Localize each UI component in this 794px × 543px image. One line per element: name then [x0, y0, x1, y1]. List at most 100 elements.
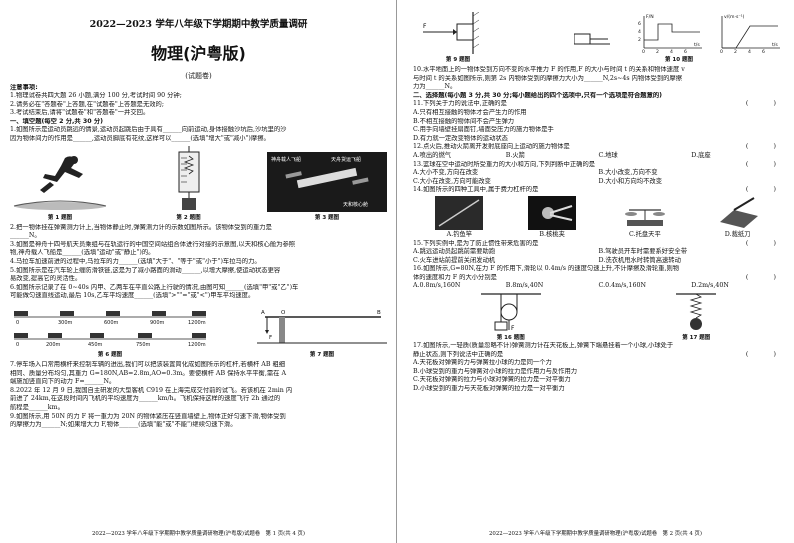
q16-option-c: C.0.4m/s,160N [598, 282, 646, 290]
figure-10: F/N v/(m·s⁻¹) t/s t/s 0 2 4 6 0 2 4 6 2 … [574, 12, 784, 63]
q5-line-1: 5.如图所示是在汽车轮上缠防滑铁链,这是为了减小路面的滑动______,以增大摩… [10, 266, 281, 274]
label-tianhe: 天和核心舱 [343, 201, 368, 208]
block-on-wall-illustration: F [423, 12, 480, 54]
note-3: 3.考试结束后,请将"试题卷"和"答题卷"一并交回。 [10, 109, 150, 117]
q12-option-c: C.地球 [598, 151, 618, 159]
tick-1-2: 600m [104, 320, 119, 326]
tick-2-1: 200m [46, 342, 61, 348]
q13-option-b: B.大小改变,方向不变 [598, 169, 658, 177]
graph-1-xtick-0: 0 [642, 49, 645, 54]
figure-3-caption: 第 3 题图 [314, 214, 340, 221]
q12-options: A.喷出的燃气 B.火箭 C.地球 D.底座 [413, 152, 784, 161]
hanging-spring-illustration [676, 293, 717, 331]
figures-6-7: 0 300m 600m 900m 1200m 0 200m 450m 750m … [10, 303, 387, 358]
q9-line-1: 9.如图所示,用 50N 的力 F 将一重力为 20N 的物体紧压在竖直墙壁上,… [10, 412, 286, 420]
label-tianzhou: 天舟货运飞船 [331, 156, 361, 163]
q2-line-2: ______N。 [10, 232, 41, 240]
note-2: 2.请务必在"答题卷"上答题,在"试题卷"上答题是无效的; [10, 100, 164, 108]
q16-answer-bracket: ( ) [745, 273, 776, 281]
figure-9-caption: 第 9 题图 [445, 57, 471, 63]
force-f-label: F [423, 23, 427, 30]
point-o: O [281, 310, 286, 316]
q11-stem: 11.下列关于力的说法中,正确的是 ( ) [413, 100, 784, 109]
q16-option-b: B.8m/s,40N [505, 282, 544, 290]
barrier-lever-illustration: A O B F [257, 310, 387, 344]
q14-option-a: A.钓鱼竿 [446, 230, 473, 238]
figure-16-caption: 第 16 题图 [496, 335, 525, 342]
figure-9: F 第 9 题图 [413, 12, 503, 63]
figure-7-caption: 第 7 题图 [309, 352, 335, 358]
label-shenzhou: 神舟载人飞船 [271, 156, 301, 163]
q15-option-a: A.跳远运动员起跳前需要助跑 [413, 248, 496, 256]
graph-1-ylabel: F/N [646, 14, 654, 20]
q13-option-c: C.大小在改变,方向可能改变 [413, 177, 491, 185]
figure-6-caption: 第 6 题图 [97, 352, 123, 358]
q15-answer-bracket: ( ) [745, 239, 776, 247]
figure-1-caption: 第 1 题图 [47, 214, 73, 221]
q16-option-a: A.0.8m/s,160N [413, 282, 461, 290]
tick-2-0: 0 [16, 342, 19, 348]
tick-2-3: 750m [136, 342, 151, 348]
q13-option-a: A.大小不变,方向在改变 [413, 169, 479, 177]
tick-2-2: 450m [88, 342, 103, 348]
q13-text: 13.篮球在空中运动时所受重力的大小和方向,下列判断中正确的是 [413, 160, 596, 168]
q16-stem: 体的速度和力 F 的大小分别是( ) [413, 274, 784, 283]
q8-line-1: 8.2022 年 12 月 9 日,我国自主研发的大型客机 C919 在上海完成… [10, 386, 293, 394]
graph-1-ytick-6: 6 [638, 21, 641, 27]
q11-option-c: C.用手向墙壁挂扇面钉,墙面受压力的施力物体是手 [413, 126, 554, 134]
q14-option-d: D.裁纸刀 [724, 230, 751, 238]
q15-option-c: C.火车进站前提前关闭发动机 [413, 256, 496, 264]
graph-2-ylabel: v/(m·s⁻¹) [724, 14, 745, 20]
page-1-footer: 2022—2023 学年八年级下学期期中教学质量调研物理(沪粤版)试题卷 第 1… [92, 531, 305, 537]
pulley-illustration: F [480, 293, 541, 332]
q17-option-c: C.天花板对弹簧的拉力与小球对弹簧的拉力是一对平衡力 [413, 376, 571, 384]
q7-line-2: 相同、质量分布均匀,其重力 G=180N,AB=2.8m,AO=0.3m。要使横… [10, 369, 286, 377]
q12-option-b: B.火箭 [505, 151, 525, 159]
fishing-rod-photo [435, 195, 484, 230]
q15-option-b: B.驾驶员开车时需要系好安全带 [598, 248, 688, 256]
balance-scale-photo [620, 195, 669, 230]
q5-line-2: 易改变,提高它的灵活性。 [10, 275, 82, 283]
q10-line-3: 力为______N。 [413, 83, 457, 91]
figure-3: 神舟载人飞船 天舟货运飞船 天和核心舱 第 3 题图 [267, 151, 387, 221]
notes-heading: 注意事项: [10, 83, 38, 91]
tick-1-4: 1200m [188, 320, 206, 326]
point-b: B [377, 310, 381, 316]
q15-options-row-2: C.火车进站前提前关闭发动机 D.洗衣机甩水时转筒高速转动 [413, 257, 784, 266]
q14-option-b: B.核桃夹 [539, 230, 565, 238]
q14-option-c: C.托盘天平 [628, 230, 661, 238]
q13-stem: 13.篮球在空中运动时所受重力的大小和方向,下列判断中正确的是 ( ) [413, 161, 784, 170]
q12-option-a: A.喷出的燃气 [413, 151, 452, 159]
exam-title-main: 物理(沪粤版) [151, 43, 246, 63]
page-divider [396, 0, 397, 543]
exam-title-line: 2022—2023 学年八年级下学期期中教学质量调研 [89, 19, 308, 30]
q11-text: 11.下列关于力的说法中,正确的是 [413, 100, 507, 108]
exam-title-sub: (试题卷) [185, 71, 212, 80]
graph-2-xlabel: t/s [772, 42, 778, 48]
section-2-heading: 二、选择题(每小题 3 分,共 30 分;每小题给出的四个选项中,只有一个选项是… [413, 91, 663, 99]
q10-line-2: 与时间 t 的关系如图所示,则第 2s 内物体受到的摩擦力大小为______N,… [413, 74, 683, 82]
q2-line-1: 2.把一物体挂在弹簧测力计上,当物体静止时,弹簧测力计的示数如图所示。该物体受到… [10, 223, 272, 231]
figures-1-3: 第 1 题图 第 2 题图 [10, 145, 387, 221]
figure-6: 0 300m 600m 900m 1200m 0 200m 450m 750m … [10, 303, 210, 358]
q13-answer-bracket: ( ) [745, 160, 776, 168]
point-a: A [261, 310, 265, 316]
q15-text: 15.下列实例中,是为了防止惯性带来危害的是 [413, 239, 539, 247]
figures-9-10: F 第 9 题图 F/N v/(m· [413, 12, 784, 63]
figure-16: F 第 16 题图 [480, 292, 541, 342]
q7-line-1: 7.停车场入口常用横杆来控制车辆的进出,我们可以把该装置简化成如图所示的杠杆,若… [10, 361, 286, 368]
graph-1-xtick-4: 4 [670, 49, 673, 54]
q11-answer-bracket: ( ) [745, 100, 776, 108]
q15-options-row-1: A.跳远运动员起跳前需要助跑 B.驾驶员开车时需要系好安全带 [413, 248, 784, 257]
q12-stem: 12.点火后,推动火箭离开发射底座向上运动的施力物体是( ) [413, 143, 784, 152]
q11-option-d: D.有力就一定改变物体的运动状态 [413, 134, 508, 142]
q14-photos [413, 195, 784, 230]
q16-option-d: D.2m/s,40N [691, 282, 729, 290]
q8-line-3: 航程是______km。 [10, 403, 64, 411]
q1-line-2: 因为物体间力的作用是______,运动员脚底有花纹,这样可以______(选填"… [10, 135, 270, 143]
q15-option-d: D.洗衣机甩水时转筒高速转动 [598, 256, 681, 264]
q17-answer-bracket: ( ) [745, 350, 776, 358]
tick-1-3: 900m [150, 320, 165, 326]
q7-line-3: 端施加竖直向下的动力 F=______N。 [10, 378, 116, 386]
figure-2: 第 2 题图 [169, 145, 209, 221]
